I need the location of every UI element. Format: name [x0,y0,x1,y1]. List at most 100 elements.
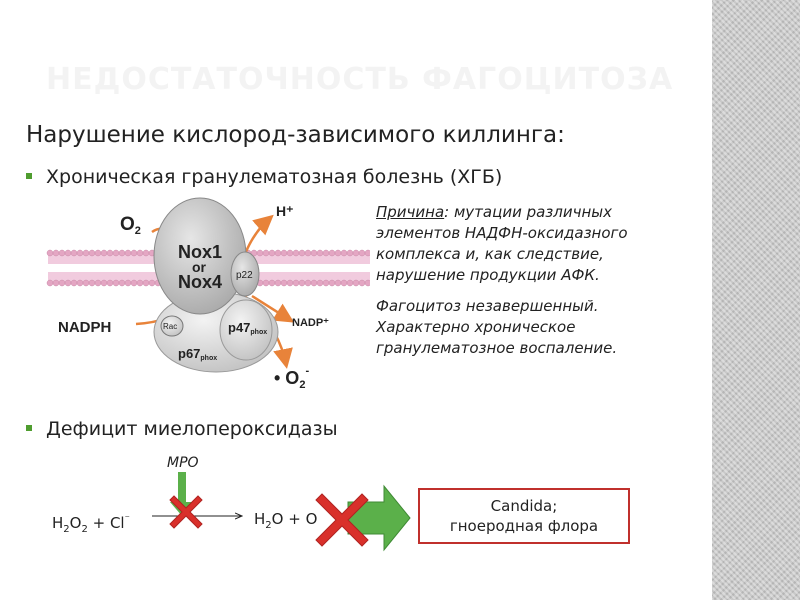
lipid-head [280,279,288,287]
lipid-head [112,279,120,287]
lipid-head [46,279,54,287]
mpo-block-icon [169,495,203,529]
result-block-icon [315,493,369,547]
lipid-head [136,279,144,287]
lipid-head [322,279,330,287]
result-line-1: Candida; [490,497,558,515]
nadph-label: NADPH [58,319,111,336]
h-plus-out-arrow [243,214,274,255]
nadp-plus-label: NADP⁺ [292,317,329,329]
lipid-head [364,249,370,257]
bullet-mpo: Дефицит миелопероксидазы [26,418,338,440]
lipid-head [268,279,276,287]
lipid-head [346,279,354,287]
p22-blob [230,251,260,297]
lipid-head [358,279,366,287]
lipid-head [142,249,150,257]
lipid-head [76,249,84,257]
mpo-reaction-scheme: MPO H2O2 + Cl⁻ H2O + O [52,455,411,552]
lipid-head [274,279,282,287]
rac-label: Rac [163,322,177,331]
lipid-head [352,279,360,287]
lipid-head [136,249,144,257]
nox4-label: Nox4 [178,272,222,292]
h-plus-label: H⁺ [276,203,294,219]
lipid-head [304,279,312,287]
decorative-side-strip [712,0,800,600]
lipid-head [64,249,72,257]
bullet-marker [26,424,32,431]
lipid-head [262,279,270,287]
section-heading: Нарушение кислород-зависимого киллинга: [26,122,565,148]
lipid-head [286,249,294,257]
lipid-head [58,249,66,257]
lipid-head [298,279,306,287]
lipid-head [280,249,288,257]
lipid-head [322,249,330,257]
lipid-head [310,249,318,257]
nadp-out-arrow [251,294,295,323]
lipid-head [76,279,84,287]
lipid-head [298,249,306,257]
lipid-head [334,249,342,257]
lipid-head [88,249,96,257]
bullet-mpo-text: Дефицит миелопероксидазы [46,418,338,440]
lipid-head [70,279,78,287]
result-box: Candida; гноеродная флора [418,488,630,544]
lipid-head [286,279,294,287]
lipid-head [106,249,114,257]
lipid-head [58,279,66,287]
result-line-2: гноеродная флора [449,517,599,535]
rac-blob [160,315,184,337]
lipid-head [112,249,120,257]
lipid-head [100,279,108,287]
lipid-head [256,249,264,257]
lipid-head [304,249,312,257]
mpo-label: MPO [167,455,199,471]
superoxide-label: • O2- [274,365,309,391]
nox1-label: Nox1 [178,242,222,262]
lipid-head [346,249,354,257]
nadph-oxidase-diagram: O2 H⁺ Nox1 or Nox4 p22 NADPH NADP⁺ Rac p… [46,197,370,391]
substrate-label: H2O2 + Cl⁻ [52,514,130,535]
lipid-head [310,279,318,287]
or-label: or [192,259,207,275]
lipid-head [130,249,138,257]
lipid-head [118,279,126,287]
o2-label: O2 [120,214,141,237]
lipid-head [340,279,348,287]
phagocytosis-paragraph: Фагоцитоз незавершенный. Характерно хрон… [376,297,618,357]
p47-blob [219,299,273,361]
lipid-head [82,249,90,257]
bullet-marker [26,172,32,179]
lipid-head [352,249,360,257]
lipid-head [46,249,54,257]
lipid-head [52,249,60,257]
lipid-head [364,279,370,287]
lipid-head [94,279,102,287]
bullet-cgd: Хроническая гранулематозная болезнь (ХГБ… [26,166,502,188]
lipid-head [148,279,156,287]
lipid-head [328,279,336,287]
cause-label: Причина [376,203,445,221]
lipid-head [94,249,102,257]
cause-note: Причина: мутации различных элементов НАД… [376,202,696,369]
p47-label: p47phox [228,320,267,336]
lipid-head [316,249,324,257]
lipid-head [82,279,90,287]
lipid-head [88,279,96,287]
lipid-head [124,279,132,287]
lipid-head [328,249,336,257]
lipid-head [64,279,72,287]
lipid-head [262,249,270,257]
product-label: H2O + O [254,510,317,531]
cause-text: : мутации различных элементов НАДФН-окси… [376,203,628,284]
lipid-head [292,249,300,257]
lipid-head [52,279,60,287]
lipid-head [142,279,150,287]
lipid-head [274,249,282,257]
p22-label: p22 [236,270,253,281]
lipid-head [70,249,78,257]
lipid-head [118,249,126,257]
lipid-head [106,279,114,287]
